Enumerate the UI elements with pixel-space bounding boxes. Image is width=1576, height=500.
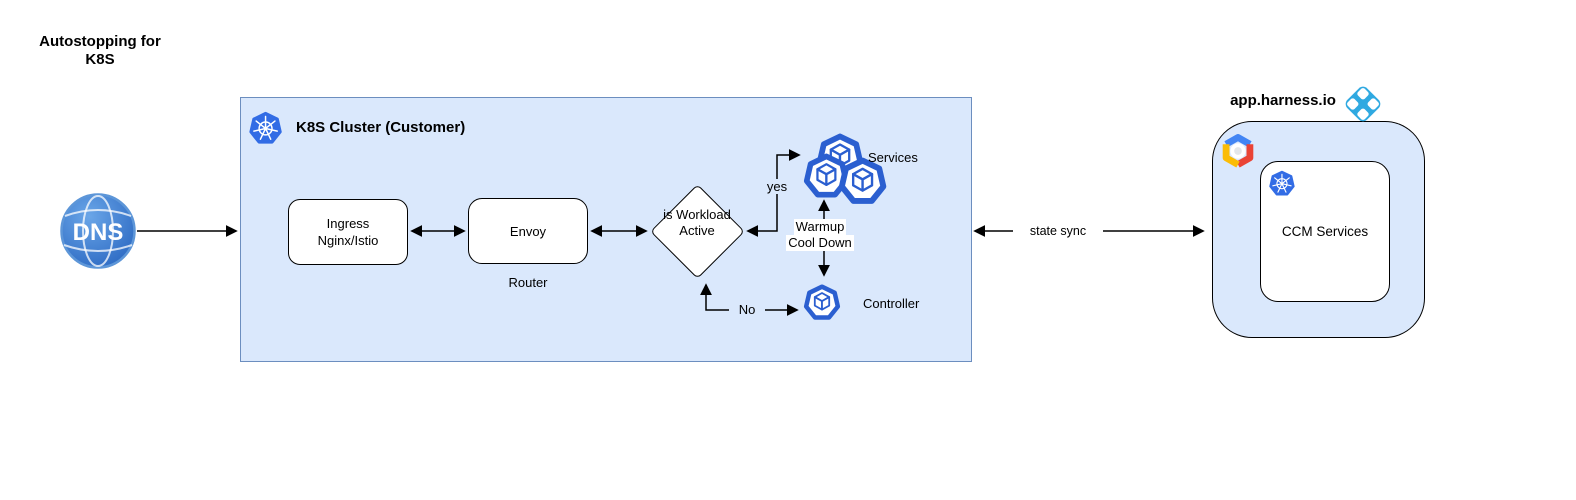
harness-domain-label: app.harness.io (1230, 92, 1336, 109)
state-sync-label: state sync (1013, 224, 1103, 238)
warmup-label: Warmup (793, 219, 847, 235)
envoy-node-label: Envoy (509, 223, 547, 239)
cooldown-label: Cool Down (786, 235, 854, 251)
decision-label: is Workload Active (663, 207, 731, 238)
router-label: Router (508, 275, 548, 290)
k8s-cluster-title: K8S Cluster (Customer) (296, 119, 466, 136)
ccm-services-label: CCM Services (1281, 224, 1369, 239)
ingress-node: Ingress Nginx/Istio (288, 199, 408, 265)
warmup-cooldown-label: Warmup Cool Down (770, 219, 870, 251)
yes-edge-label: yes (757, 179, 797, 194)
envoy-node: Envoy (468, 198, 588, 264)
services-label: Services (868, 150, 918, 165)
controller-label: Controller (863, 296, 920, 311)
ingress-node-label: Ingress Nginx/Istio (317, 216, 379, 248)
no-edge-label: No (729, 302, 765, 317)
diagram-title: Autostopping for K8S (39, 33, 161, 68)
